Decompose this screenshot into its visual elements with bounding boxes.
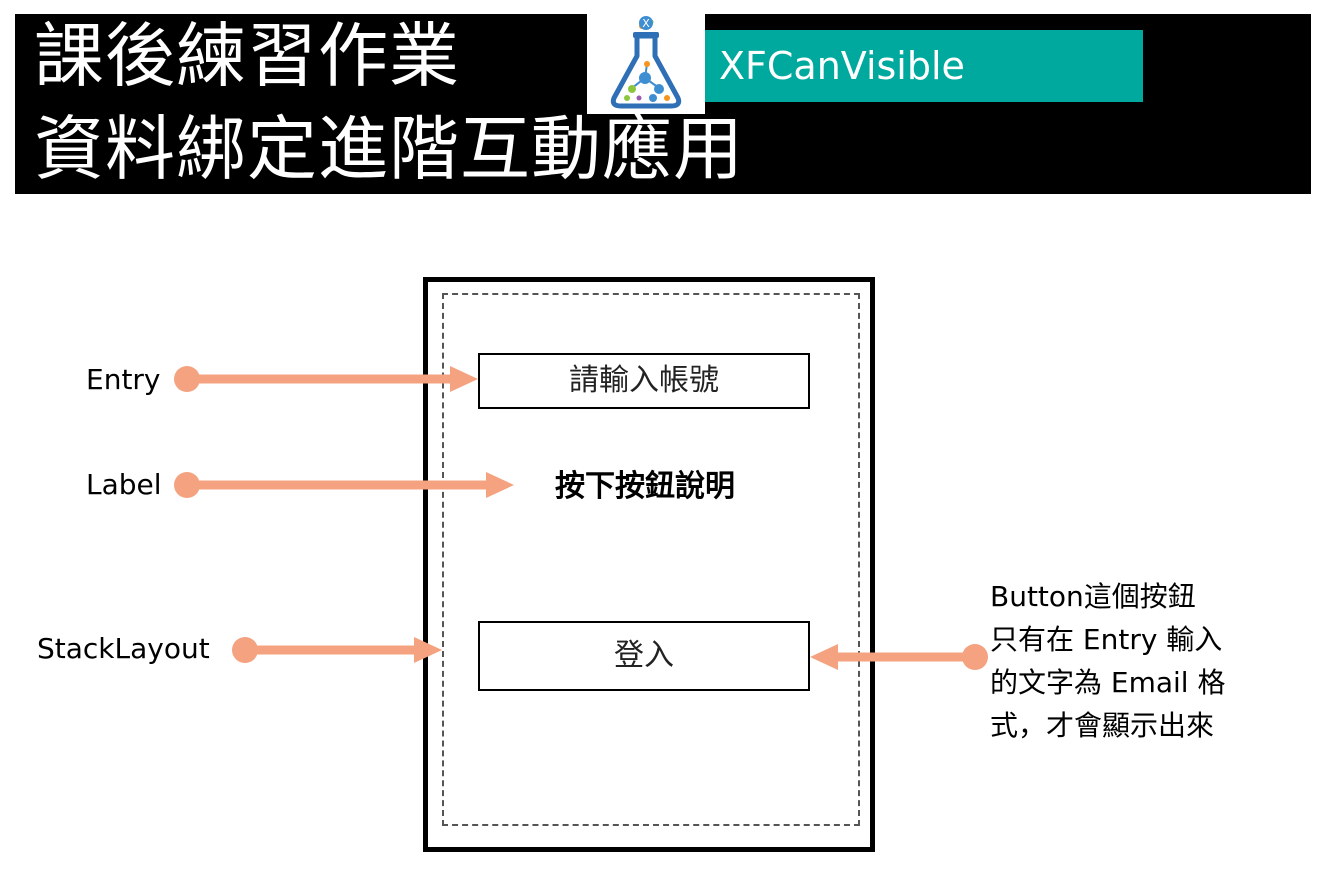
note-line-3: 的文字為 Email 格 [990,666,1226,699]
instruction-label: 按下按鈕說明 [555,469,735,504]
lab-flask-icon: X [610,16,682,109]
login-button[interactable]: 登入 [478,621,810,691]
title-line-2: 資料綁定進階互動應用 [34,108,744,190]
button-note: Button這個按鈕 只有在 Entry 輸入 的文字為 Email 格 式，才… [990,575,1320,747]
stack-layout-container [442,293,860,826]
x-badge-icon: X [639,16,653,30]
tag-xfcanvisible: XFCanVisible [705,30,1143,102]
account-entry[interactable]: 請輸入帳號 [478,353,810,409]
note-line-2: 只有在 Entry 輸入 [990,623,1223,656]
title-line-1: 課後練習作業 [34,15,460,97]
callout-label: Label [86,468,162,501]
note-line-1: Button這個按鈕 [990,580,1196,613]
stack-layout-arrow [232,637,442,663]
callout-stack-layout: StackLayout [37,632,210,665]
logo: X [587,14,705,114]
svg-text:X: X [642,17,650,30]
callout-entry: Entry [86,363,161,396]
note-line-4: 式，才會顯示出來 [990,709,1215,742]
phone-frame [423,277,875,852]
